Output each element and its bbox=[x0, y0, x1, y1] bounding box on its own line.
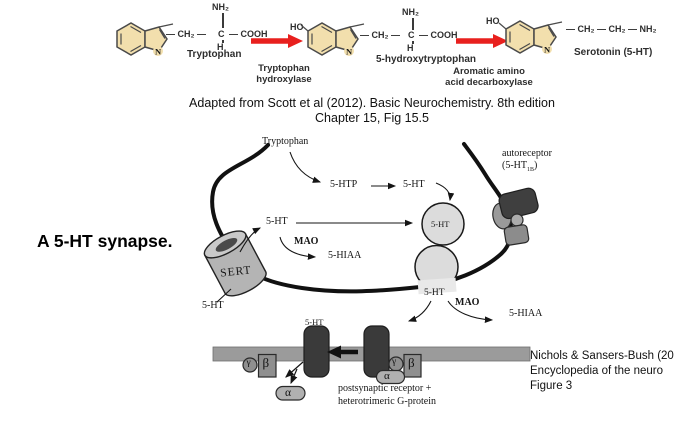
presynaptic-membrane bbox=[210, 142, 514, 294]
caption-line2: Chapter 15, Fig 15.5 bbox=[315, 111, 429, 125]
ring-n-label: N bbox=[155, 47, 162, 57]
autoreceptor-text: (5-HT bbox=[502, 160, 527, 171]
g-protein-beta-left bbox=[257, 353, 277, 378]
arrow-tryptophan-to-5htp bbox=[289, 151, 322, 183]
sert-transporter: SERT bbox=[203, 230, 267, 297]
beta-left-label: β bbox=[262, 355, 270, 370]
trp-c: C bbox=[218, 29, 225, 39]
label-postsynaptic-line1: postsynaptic receptor + bbox=[338, 383, 432, 394]
alpha-right-label: α bbox=[384, 370, 390, 382]
trp-name: Tryptophan bbox=[187, 49, 242, 60]
arrow-receptor-left bbox=[327, 345, 358, 359]
arrow-reuptake bbox=[239, 227, 261, 253]
beta-right-label: β bbox=[408, 355, 415, 370]
bond-h bbox=[222, 39, 224, 43]
bond-nh2 bbox=[222, 13, 224, 28]
label-autoreceptor-line2: (5-HT1B) bbox=[502, 160, 537, 173]
ring-n-label: N bbox=[346, 47, 353, 57]
label-5hiaa: 5-HIAA bbox=[328, 250, 362, 261]
figure-title: A 5-HT synapse. bbox=[37, 231, 173, 251]
alpha-left-label: α bbox=[285, 387, 292, 399]
htp-name: 5-hydroxytryptophan bbox=[376, 54, 477, 65]
autoreceptor-complex bbox=[492, 187, 539, 246]
trp-chain-post: — COOH bbox=[229, 29, 268, 39]
arrow-released-mao bbox=[447, 300, 494, 323]
arrow-mao-degradation bbox=[279, 236, 317, 260]
ser-chain: — CH₂ — CH₂ — NH₂ bbox=[566, 24, 657, 34]
arrow-dissociation-1 bbox=[285, 361, 304, 378]
enzyme2-label: Aromatic amino acid decarboxylase bbox=[445, 66, 533, 88]
ser-name: Serotonin (5-HT) bbox=[574, 47, 653, 58]
caption-line1: Adapted from Scott et al (2012). Basic N… bbox=[189, 96, 555, 110]
storage-vesicle bbox=[421, 202, 465, 246]
label-mao: MAO bbox=[294, 236, 319, 247]
htp-c: C bbox=[408, 30, 415, 40]
label-autoreceptor-line1: autoreceptor bbox=[502, 148, 552, 159]
label-5ht-left: 5-HT bbox=[266, 216, 288, 227]
g-protein-alpha-right bbox=[375, 369, 406, 385]
g-protein-alpha-left bbox=[275, 385, 306, 401]
indole-ring-serotonin: N bbox=[498, 20, 563, 55]
sert-label: SERT bbox=[220, 264, 253, 279]
label-5hiaa-synaptic: 5-HIAA bbox=[509, 308, 543, 319]
postsynaptic-receptor-left bbox=[303, 325, 330, 378]
trp-nh2: NH₂ bbox=[212, 2, 229, 12]
arrow-dissociation-2 bbox=[290, 368, 298, 385]
htp-h: H bbox=[407, 43, 414, 53]
htp-nh2: NH₂ bbox=[402, 7, 419, 17]
htp-chain-pre: — CH₂ — bbox=[360, 30, 400, 40]
label-5ht-extracellular: 5-HT bbox=[202, 300, 224, 311]
arrow-released-to-receptor bbox=[407, 300, 432, 322]
arrow-5ht-to-vesicle bbox=[435, 182, 455, 202]
label-postsynaptic-line2: heterotrimeric G-protein bbox=[338, 396, 437, 407]
bond-nh2 bbox=[412, 18, 414, 30]
trp-chain-pre: — CH₂ — bbox=[166, 29, 206, 39]
red-arrow-1 bbox=[251, 34, 303, 48]
gamma-left-label: γ bbox=[246, 358, 251, 368]
htp-ho: HO bbox=[290, 22, 304, 32]
htp-chain-post: — COOH bbox=[419, 30, 458, 40]
ring-n-label: N bbox=[544, 45, 551, 55]
sert-pore bbox=[215, 237, 238, 252]
label-mao-synaptic: MAO bbox=[455, 297, 480, 308]
citation-line2: Encyclopedia of the neuro bbox=[530, 365, 663, 377]
line-sert-5ht bbox=[216, 288, 232, 303]
g-protein-gamma-left bbox=[242, 357, 258, 373]
enzyme1-label: Tryptophan hydroxylase bbox=[256, 63, 312, 85]
label-tryptophan: Tryptophan bbox=[262, 136, 309, 147]
label-vesicle-5ht: 5-HT bbox=[431, 219, 450, 229]
ser-ho: HO bbox=[486, 16, 500, 26]
autoreceptor-paren: ) bbox=[534, 160, 538, 171]
trp-h: H bbox=[217, 42, 224, 52]
indole-ring-tryptophan: N bbox=[116, 22, 174, 57]
fusion-pore bbox=[417, 277, 457, 295]
red-arrow-2 bbox=[456, 34, 508, 48]
bond-h bbox=[412, 40, 414, 44]
g-protein-beta-right bbox=[403, 353, 422, 378]
citation-line3: Figure 3 bbox=[530, 380, 573, 392]
label-5ht-cytosol: 5-HT bbox=[403, 179, 425, 190]
gamma-right-label: γ bbox=[392, 357, 397, 367]
label-receptor-5ht: 5-HT bbox=[305, 317, 324, 327]
indole-ring-5htp: N bbox=[300, 22, 365, 57]
label-released-5ht: 5-HT bbox=[424, 288, 445, 298]
autoreceptor-subscript: 1B bbox=[527, 167, 535, 173]
citation-line1: Nichols & Sansers-Bush (20 bbox=[530, 350, 674, 362]
label-5htp: 5-HTP bbox=[330, 179, 358, 190]
